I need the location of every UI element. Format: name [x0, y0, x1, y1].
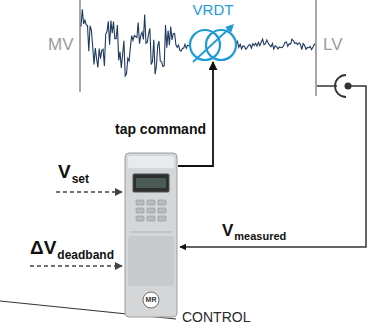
waveform-trace — [236, 39, 315, 49]
device-lower-panel — [128, 236, 174, 286]
signal-subscript: deadband — [57, 249, 114, 261]
device-seam — [130, 232, 172, 233]
device-key — [147, 216, 155, 221]
device-logo — [143, 292, 159, 308]
component-name: VRDT — [181, 2, 245, 19]
device-top — [128, 156, 174, 168]
signal-name: V — [58, 162, 71, 181]
signal-name: ΔV — [30, 238, 56, 257]
voltage-waveform — [81, 9, 315, 76]
variable-arrow — [193, 26, 232, 62]
logo-text: MR — [146, 296, 157, 303]
device-key — [136, 216, 144, 221]
device-display — [133, 174, 169, 192]
transformer-node: VRDT — [181, 2, 245, 62]
signal-subscript: measured — [234, 231, 286, 242]
controller-illustration — [124, 152, 178, 318]
signal-subscript: set — [72, 173, 89, 185]
device-housing — [125, 153, 177, 317]
signal-name: V — [222, 222, 233, 239]
device-key — [147, 208, 155, 213]
deadband-input-arrow — [30, 265, 122, 267]
device-key — [147, 200, 155, 205]
display-screen — [136, 178, 166, 188]
setpoint-input-arrow — [56, 191, 122, 193]
device-key — [158, 200, 166, 205]
sensor-dot — [345, 83, 352, 90]
component-name: CONTROL — [182, 310, 250, 325]
lv-busbar — [315, 0, 317, 96]
mv-busbar — [79, 0, 81, 92]
device-key — [158, 216, 166, 221]
busbar-label: LV — [323, 36, 343, 53]
device-key — [136, 200, 144, 205]
tap-command-line — [178, 62, 213, 166]
voltage-sensor — [335, 75, 346, 97]
busbar-label: MV — [48, 36, 74, 53]
variable-arrow-head — [225, 24, 234, 33]
device-key — [136, 208, 144, 213]
controller-device: CONTROL — [124, 152, 178, 318]
edge-label: tap command — [114, 122, 207, 136]
waveform-trace — [81, 9, 190, 76]
sensor-wire — [317, 85, 337, 87]
device-key — [158, 208, 166, 213]
